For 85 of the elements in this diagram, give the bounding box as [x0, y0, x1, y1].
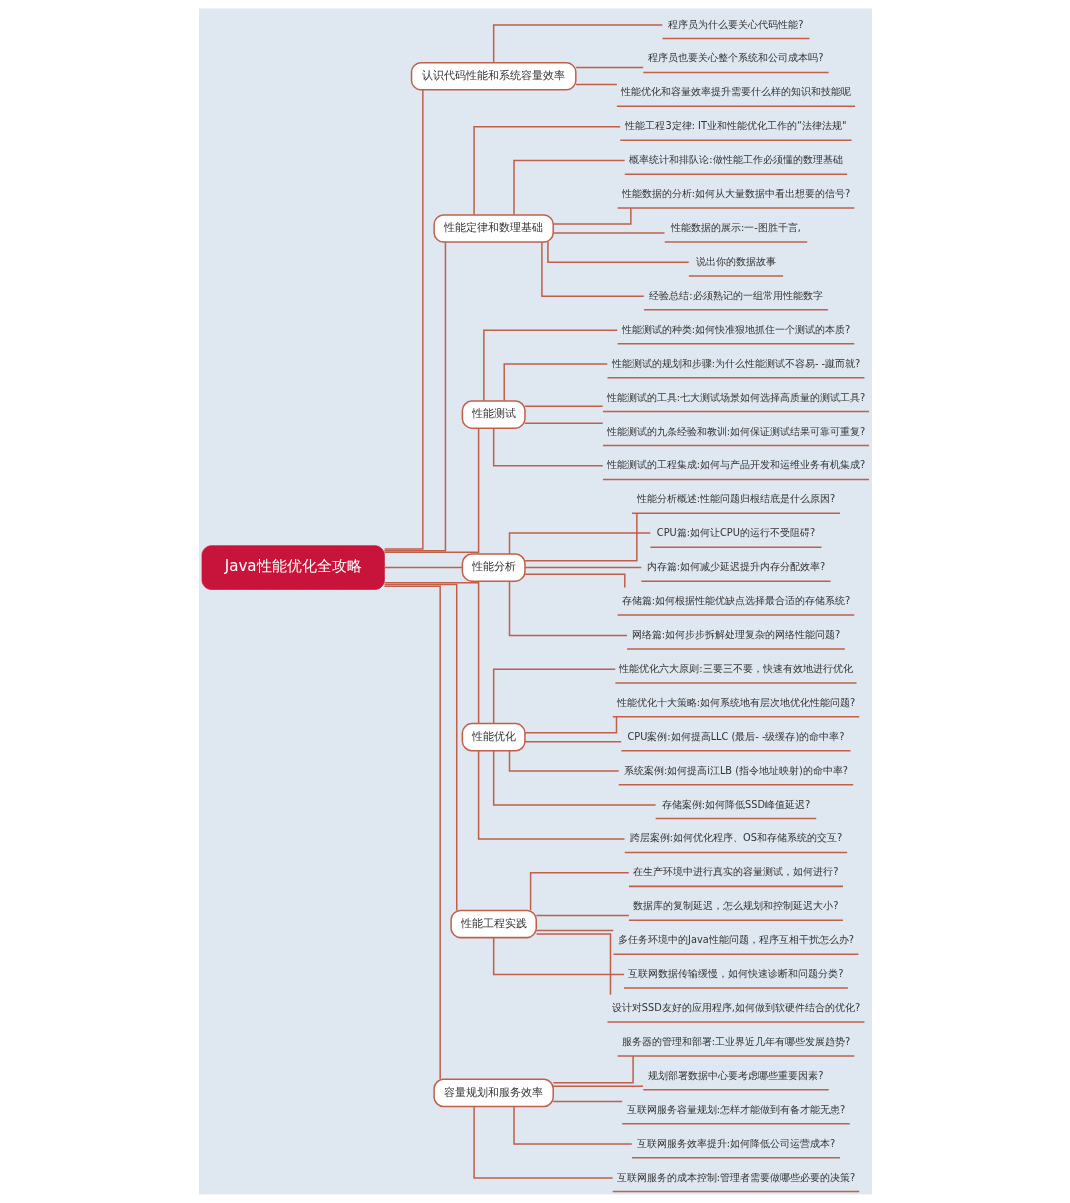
node-text: 程序员也要关心整个系统和公司成本吗? — [647, 52, 824, 64]
connector — [512, 1105, 633, 1145]
node-box: 认识代码性能和系统容量效率 — [410, 61, 577, 91]
node-text: 性能优化和容量效率提升需要什么样的知识和技能呢 — [620, 86, 851, 98]
node-text: 性能优化十大策略:如何系统地有层次地优化性能问题? — [616, 696, 855, 708]
node-box: Java性能优化全攻略 — [201, 545, 385, 590]
connector — [492, 668, 616, 725]
node-box: 性能分析 — [461, 553, 526, 582]
node-text: 内存篇:如何减少延迟提升内存分配效率? — [646, 561, 825, 573]
node-text: CPU篇:如何让CPU的运行不受阻碍? — [656, 527, 815, 539]
node-text: 性能工程3定律: IT业和性能优化工作的“法律法规" — [624, 120, 846, 132]
node-text: 性能数据的展示:一-图胜千言, — [670, 222, 801, 234]
connector — [472, 125, 621, 216]
connector — [383, 582, 479, 725]
connector — [551, 207, 632, 225]
node-text: 性能测试的九条经验和教训:如何保证测试结果可靠可重复? — [606, 425, 865, 437]
connector — [552, 1055, 634, 1084]
node-text: 互联网服务的成本控制:管理者需要做哪些必要的决策? — [616, 1171, 855, 1183]
connector — [508, 532, 651, 555]
connector — [540, 241, 645, 298]
node-text: 跨层案例:如何优化程序、OS和存储系统的交互? — [629, 832, 842, 844]
connector — [523, 512, 638, 562]
node-text: 多任务环境中的Java性能问题，程序互相干扰怎么办? — [617, 934, 854, 946]
connector — [574, 66, 644, 69]
node-box: 容量规划和服务效率 — [432, 1078, 554, 1108]
connector — [472, 1105, 613, 1179]
node-box: 性能优化 — [461, 722, 526, 752]
node-text: 设计对SSD友好的应用程序,如何做到软硬件结合的优化? — [611, 1002, 860, 1014]
connector — [535, 929, 614, 932]
node-text: 互联网服务效率提升:如何降低公司运营成本? — [636, 1137, 835, 1149]
connector — [574, 83, 618, 86]
node-text: 性能测试的规划和步骤:为什么性能测试不容易- -蹴而就? — [611, 357, 860, 369]
node-text: CPU案例:如何提高LLC (最后- -级缓存)的命中率? — [626, 730, 844, 742]
connector — [535, 914, 630, 917]
connector — [383, 583, 457, 912]
connector — [492, 750, 656, 806]
connector — [502, 363, 608, 402]
node-text: 说出你的数据故事 — [695, 255, 776, 267]
node-box: 性能工程实践 — [449, 909, 537, 939]
node-text: 互联网服务容量规划:怎样才能做到有备才能无患? — [626, 1103, 845, 1115]
node-text: 存储案例:如何降低SSD峰值延迟? — [661, 798, 810, 810]
connector — [492, 24, 663, 64]
connector — [492, 937, 625, 976]
node-box: 性能测试 — [461, 400, 526, 429]
node-text: 网络篇:如何步步拆解处理复杂的网络性能问题? — [631, 628, 840, 640]
node-text: 互联网数据传输缓慢，如何快速诊断和问题分类? — [627, 968, 844, 980]
connector — [535, 933, 611, 996]
node-text: 经验总结:必须熟记的一组常用性能数字 — [648, 289, 823, 301]
connector — [523, 422, 604, 424]
node-text: 程序员为什么要关心代码性能? — [667, 18, 804, 30]
node-text: 存储篇:如何根据性能优缺点选择最合适的存储系统? — [621, 595, 850, 607]
connector — [523, 566, 642, 569]
connector — [477, 750, 625, 840]
connector — [508, 750, 619, 772]
connector — [383, 566, 463, 569]
node-text: 概率统计和排队论:做性能工作必须懂的数理基础 — [628, 154, 843, 166]
connector — [546, 241, 689, 264]
connector — [482, 329, 618, 402]
connector — [529, 872, 630, 912]
connector — [523, 573, 626, 589]
node-text: 性能分析概述:性能问题归根结底是什么原因? — [636, 493, 835, 505]
connector — [383, 585, 441, 1080]
connector — [523, 716, 617, 734]
connector — [508, 580, 628, 637]
connector — [383, 89, 424, 550]
connector — [383, 241, 446, 552]
connector — [552, 232, 665, 234]
connector — [523, 405, 604, 408]
connector — [523, 740, 622, 743]
node-text: 数据库的复制延迟，怎么规划和控制延迟大小? — [632, 900, 839, 912]
node-text: 服务器的管理和部署:工业界近几年有哪些发展趋势? — [621, 1035, 850, 1047]
node-text: 规划部署数据中心要考虑哪些重要因素? — [647, 1069, 824, 1081]
node-text: 系统案例:如何提高i江LB (指令地址映射)的命中率? — [623, 764, 848, 776]
connector — [492, 427, 604, 467]
node-box: 性能定律和数理基础 — [432, 214, 554, 243]
connector — [512, 159, 625, 216]
connector — [383, 427, 479, 554]
node-text: 在生产环境中进行真实的容量测试，如何进行? — [632, 866, 839, 878]
node-text: 性能测试的工程集成:如何与产品开发和运维业务有机集成? — [606, 459, 865, 471]
connector — [552, 1100, 623, 1103]
node-text: 性能测试的工具:七大测试场景如何选择高质量的测试工具? — [606, 391, 865, 403]
node-text: 性能数据的分析:如何从大量数据中看出想要的信号? — [621, 188, 850, 200]
node-text: 性能测试的种类:如何快准狠地抓住一个测试的本质? — [621, 323, 850, 335]
node-text: 性能优化六大原则:三要三不要，快速有效地进行优化 — [618, 662, 853, 674]
connector — [552, 1085, 644, 1088]
